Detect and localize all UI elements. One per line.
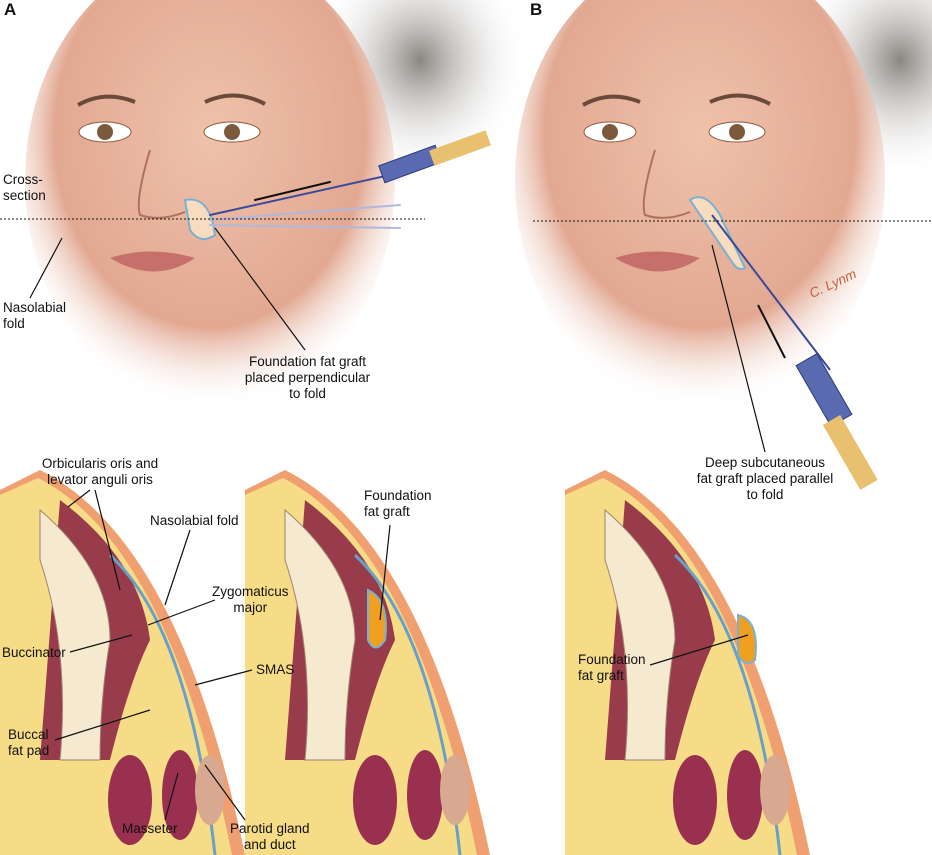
leader-lines [29, 227, 766, 821]
label-nasolabial-fold-face: Nasolabial fold [3, 300, 67, 331]
double-arrow [757, 304, 786, 359]
panel-label-a: A [4, 0, 17, 19]
label-smas: SMAS [256, 662, 295, 677]
label-zygomaticus: Zygomaticus major [212, 584, 289, 615]
panel-label-b: B [530, 0, 543, 19]
cannula-b [711, 214, 878, 490]
label-buccal-fat-pad: Buccal fat pad [8, 727, 50, 758]
double-arrow [254, 181, 331, 201]
label-buccinator: Buccinator [2, 645, 66, 660]
label-foundation-perpendicular: Foundation fat graft placed perpendicula… [244, 354, 371, 401]
face-a [25, 0, 530, 410]
label-foundation-fat-graft-b: Foundation fat graft [578, 652, 646, 683]
label-deep-subcutaneous: Deep subcutaneous fat graft placed paral… [696, 455, 834, 502]
label-masseter: Masseter [122, 821, 178, 836]
cannula-a [209, 130, 491, 229]
label-cross-section: Cross- section [3, 172, 46, 203]
graft-b [737, 613, 757, 665]
label-foundation-fat-graft-mid: Foundation fat graft [364, 488, 432, 519]
label-orbicularis: Orbicularis oris and levator anguli oris [41, 456, 159, 487]
label-nasolabial-fold: Nasolabial fold [150, 513, 239, 528]
label-parotid: Parotid gland and duct [230, 821, 310, 852]
cross-section [0, 470, 245, 855]
face-b [515, 0, 932, 410]
